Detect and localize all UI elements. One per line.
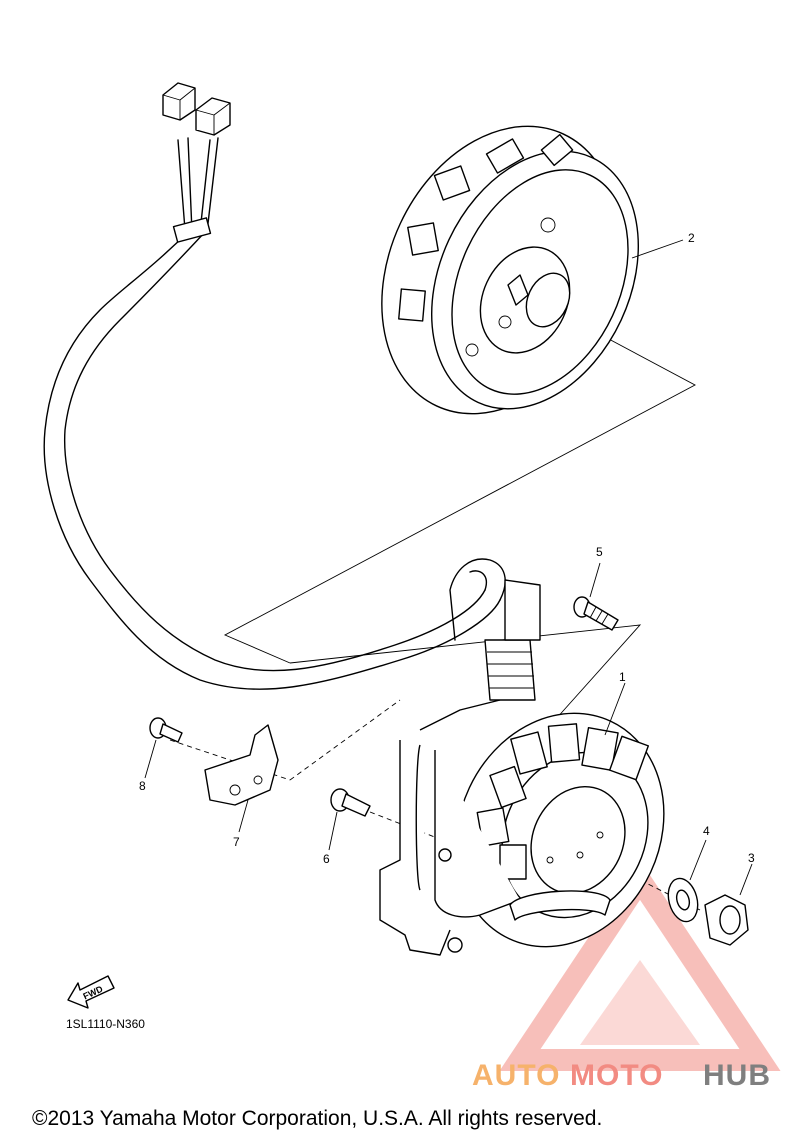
- callout-6: 6: [323, 852, 330, 866]
- callout-5: 5: [596, 545, 603, 559]
- callout-4: 4: [703, 824, 710, 838]
- screw-8: [149, 717, 183, 743]
- callout-2: 2: [688, 231, 695, 245]
- stator-assembly: [379, 579, 665, 956]
- callout-leaders: [144, 239, 753, 896]
- callout-7: 7: [233, 835, 240, 849]
- watermark-part-auto: AUTO: [472, 1059, 560, 1092]
- clamp-7: [204, 724, 279, 806]
- copyright-notice: ©2013 Yamaha Motor Corporation, U.S.A. A…: [32, 1107, 602, 1130]
- callout-3: 3: [748, 851, 755, 865]
- bolt-5: [573, 596, 619, 631]
- watermark-logo: [499, 860, 781, 1071]
- diagram-code: 1SL1110-N360: [66, 1017, 145, 1031]
- screw-6: [330, 788, 371, 817]
- nut-3: [704, 894, 749, 946]
- wire-connectors: [162, 82, 231, 136]
- stator-wire-harness: [43, 137, 506, 690]
- watermark-text: AUTO MOTO HUB: [472, 1059, 771, 1092]
- washer-4: [667, 877, 699, 923]
- callout-8: 8: [139, 779, 146, 793]
- watermark-part-hub: HUB: [703, 1059, 771, 1092]
- callout-1: 1: [619, 670, 626, 684]
- fwd-arrow-icon: FWD: [67, 975, 115, 1009]
- rotor-assembly: [381, 125, 639, 415]
- watermark-part-moto: MOTO: [570, 1059, 663, 1092]
